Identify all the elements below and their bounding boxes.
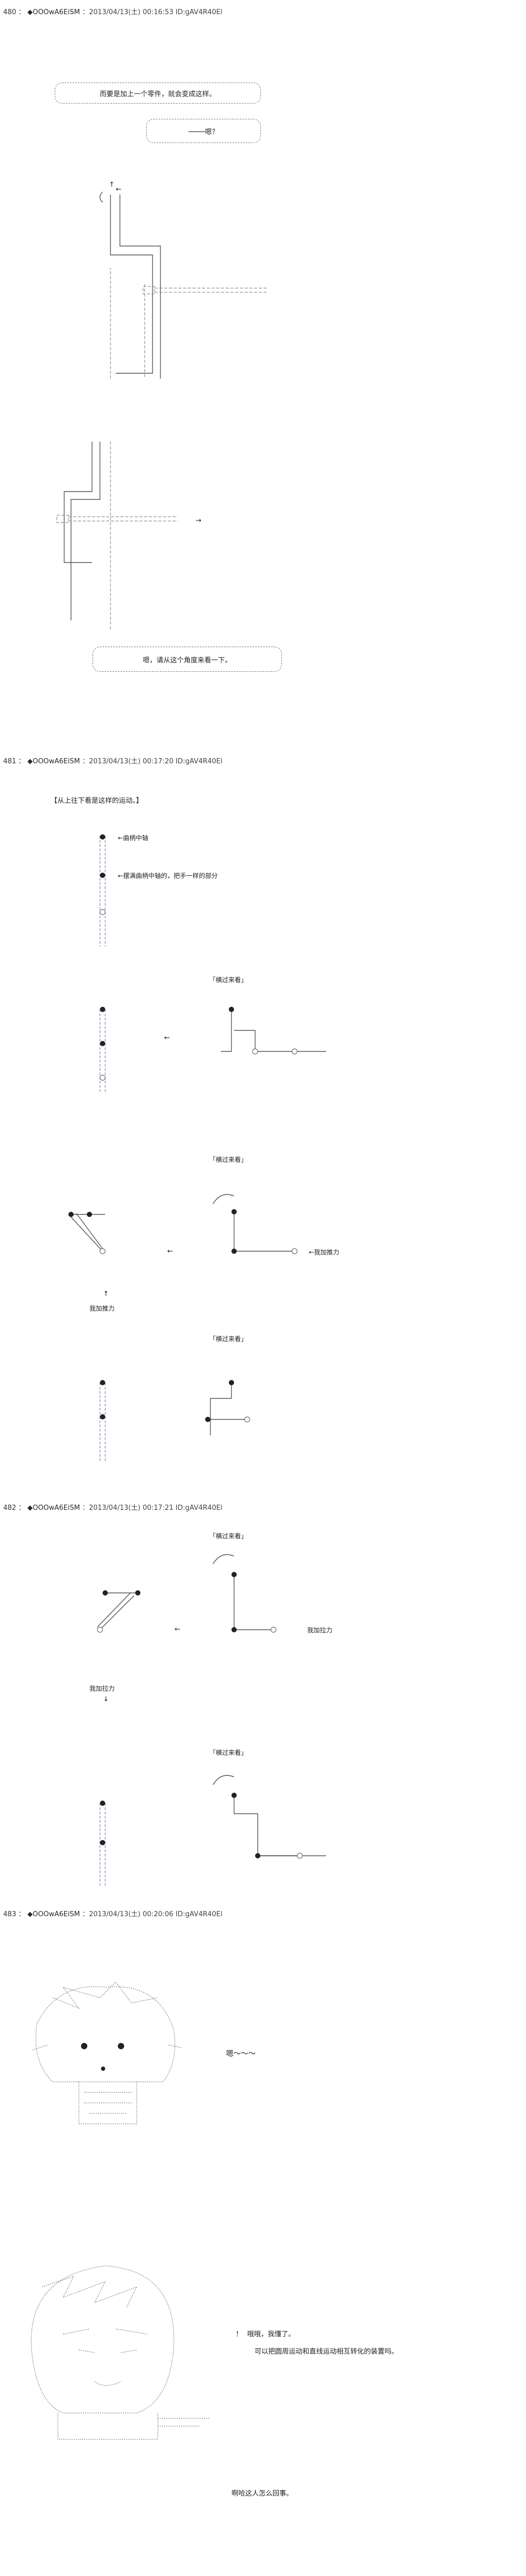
post-number: 481 (3, 758, 16, 765)
closing-text: 啊哈这人怎么回事。 (231, 2490, 294, 2498)
force-label: ←我加推力 (309, 1249, 340, 1256)
post-number: 483 (3, 1910, 16, 1918)
post-separator: ： (18, 8, 25, 16)
label-pin: ←曲柄中轴 (118, 834, 149, 842)
post-number: 480 (3, 8, 16, 16)
post-separator: ： (18, 1504, 25, 1512)
pull-diagram-b (99, 1775, 326, 1887)
poster-name: ◆OOOwA6EiSM (27, 1910, 80, 1918)
arrow-up: ↑ (103, 1290, 109, 1298)
murmur-text: 嗯～～～ (226, 2050, 256, 2058)
view-diagram-c (99, 1380, 250, 1461)
arrow-left: ← (175, 1626, 180, 1633)
label-pin2: ←摆满曲柄中轴的，把手一样的部分 (118, 872, 218, 880)
post-number: 482 (3, 1504, 16, 1512)
post-header-480: 480 ： ◆OOOwA6EiSM ：2013/04/13(土) 00:16:5… (3, 6, 222, 16)
bubble-text: ────嗯？ (188, 128, 219, 136)
post-header-481: 481 ： ◆OOOwA6EiSM ：2013/04/13(土) 00:17:2… (3, 755, 222, 765)
reply-line-1: 哦哦，我懂了。 (247, 2330, 296, 2338)
poster-name: ◆OOOwA6EiSM (27, 1504, 80, 1512)
post-date: ：2013/04/13(土) 00:17:21 ID:gAV4R40El (82, 1504, 222, 1512)
speech-bubble: 而要是加上一个零件，就会变成这样。 (55, 83, 261, 104)
poster-name: ◆OOOwA6EiSM (27, 758, 80, 765)
crank-diagram-1 (99, 191, 267, 379)
post-separator: ： (18, 1910, 25, 1918)
character-art-2 (31, 2265, 210, 2440)
post-date: ：2013/04/13(土) 00:16:53 ID:gAV4R40El (82, 8, 222, 16)
view-diagram-b (68, 1194, 298, 1254)
post-separator: ： (18, 758, 25, 765)
top-view-diagram (99, 834, 106, 946)
force-label: 我加拉力 (307, 1627, 333, 1634)
reply-line-2: 可以把圆周运动和直线运动相互转化的装置吗。 (255, 2348, 399, 2356)
force-label: 我加推力 (89, 1305, 115, 1312)
post-date: ：2013/04/13(土) 00:20:06 ID:gAV4R40El (82, 1910, 222, 1918)
rotate-label: 「横过来看」 (209, 1532, 248, 1540)
post-header-482: 482 ： ◆OOOwA6EiSM ：2013/04/13(土) 00:17:2… (3, 1502, 222, 1512)
post-header-483: 483 ： ◆OOOwA6EiSM ：2013/04/13(土) 00:20:0… (3, 1908, 222, 1918)
rotate-label: 「横过来看」 (209, 1335, 248, 1343)
bubble-text: 而要是加上一个零件，就会变成这样。 (99, 90, 216, 98)
rotate-label: 「横过来看」 (209, 976, 248, 984)
exclaim-mark: ！ (236, 2330, 243, 2338)
view-diagram-a (99, 1007, 326, 1093)
arrow-left: ← (164, 1034, 170, 1042)
arrow-left: ← (116, 186, 122, 193)
character-art-1 (31, 1981, 182, 2124)
arrow-right: → (196, 517, 201, 525)
post-date: ：2013/04/13(土) 00:17:20 ID:gAV4R40El (82, 758, 222, 765)
arrow-down: ↓ (103, 1695, 109, 1703)
arrow-left: ← (167, 1248, 173, 1255)
rotate-label: 「横过来看」 (209, 1156, 248, 1163)
speech-bubble: 嗯，请从这个角度来看一下。 (93, 647, 282, 672)
bubble-text: 嗯，请从这个角度来看一下。 (143, 656, 232, 665)
poster-name: ◆OOOwA6EiSM (27, 8, 80, 16)
crank-diagram-2 (56, 442, 178, 631)
rotate-label: 「横过来看」 (209, 1749, 248, 1756)
force-label: 我加拉力 (89, 1685, 115, 1692)
arrow-down: ↑ (109, 181, 115, 189)
intro-text: 【从上往下看是这样的运动。】 (50, 797, 143, 805)
pull-diagram-a (97, 1554, 277, 1633)
speech-bubble: ────嗯？ (146, 119, 261, 143)
